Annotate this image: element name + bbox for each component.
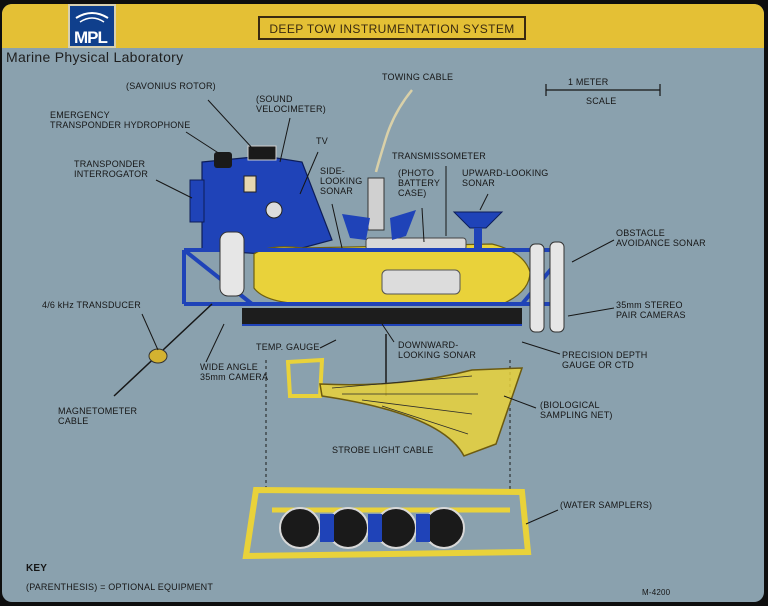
label-sound-velocimeter-2: VELOCIMETER) xyxy=(256,104,326,114)
label-wide-angle-1: WIDE ANGLE xyxy=(200,362,258,372)
label-side-looking-sonar-3: SONAR xyxy=(320,186,353,196)
figure-number: M-4200 xyxy=(642,588,670,598)
label-downward-sonar-1: DOWNWARD- xyxy=(398,340,458,350)
label-sound-velocimeter-1: (SOUND xyxy=(256,94,293,104)
label-photo-battery-2: BATTERY xyxy=(398,178,440,188)
label-wide-angle-2: 35mm CAMERA xyxy=(200,372,268,382)
label-side-looking-sonar-1: SIDE- xyxy=(320,166,345,176)
label-water-samplers: (WATER SAMPLERS) xyxy=(560,500,652,510)
label-transponder-interrogator-2: INTERROGATOR xyxy=(74,169,148,179)
water-samplers-rack xyxy=(246,490,528,556)
label-magnetometer-1: MAGNETOMETER xyxy=(58,406,137,416)
stereo-camera-left xyxy=(530,244,544,332)
label-emergency-transponder-2: TRANSPONDER HYDROPHONE xyxy=(50,120,190,130)
label-photo-battery-3: CASE) xyxy=(398,188,427,198)
label-obstacle-sonar-1: OBSTACLE xyxy=(616,228,665,238)
label-strobe-cable: STROBE LIGHT CABLE xyxy=(332,445,433,455)
label-temp-gauge: TEMP. GAUGE xyxy=(256,342,320,352)
stereo-camera-right xyxy=(550,242,564,332)
label-precision-depth-2: GAUGE OR CTD xyxy=(562,360,634,370)
downward-sonar-array xyxy=(242,308,522,324)
label-transponder-interrogator-1: TRANSPONDER xyxy=(74,159,145,169)
diagram-panel: MPL DEEP TOW INSTRUMENTATION SYSTEM Mari… xyxy=(2,4,764,602)
key-heading: KEY xyxy=(26,564,47,574)
key-entry: (PARENTHESIS) = OPTIONAL EQUIPMENT xyxy=(26,582,213,592)
label-downward-sonar-2: LOOKING SONAR xyxy=(398,350,476,360)
label-biological-net-1: (BIOLOGICAL xyxy=(540,400,600,410)
label-transmissometer: TRANSMISSOMETER xyxy=(392,151,486,161)
scale-caption: SCALE xyxy=(586,96,617,106)
wide-angle-camera xyxy=(220,232,244,296)
label-stereo-cameras-1: 35mm STEREO xyxy=(616,300,683,310)
label-precision-depth-1: PRECISION DEPTH xyxy=(562,350,648,360)
scale-length: 1 METER xyxy=(568,77,608,87)
blue-frame xyxy=(190,146,332,254)
label-transducer: 4/6 kHz TRANSDUCER xyxy=(42,300,141,310)
label-side-looking-sonar-2: LOOKING xyxy=(320,176,362,186)
label-photo-battery-1: (PHOTO xyxy=(398,168,434,178)
label-biological-net-2: SAMPLING NET) xyxy=(540,410,613,420)
label-tv: TV xyxy=(316,136,328,146)
label-towing-cable: TOWING CABLE xyxy=(382,72,453,82)
biological-sampling-net xyxy=(288,360,522,456)
label-savonius-rotor: (SAVONIUS ROTOR) xyxy=(126,81,216,91)
label-emergency-transponder-1: EMERGENCY xyxy=(50,110,110,120)
label-upward-sonar-1: UPWARD-LOOKING xyxy=(462,168,548,178)
transducer-body xyxy=(149,349,167,363)
label-magnetometer-2: CABLE xyxy=(58,416,89,426)
label-obstacle-sonar-2: AVOIDANCE SONAR xyxy=(616,238,706,248)
label-upward-sonar-2: SONAR xyxy=(462,178,495,188)
label-stereo-cameras-2: PAIR CAMERAS xyxy=(616,310,686,320)
